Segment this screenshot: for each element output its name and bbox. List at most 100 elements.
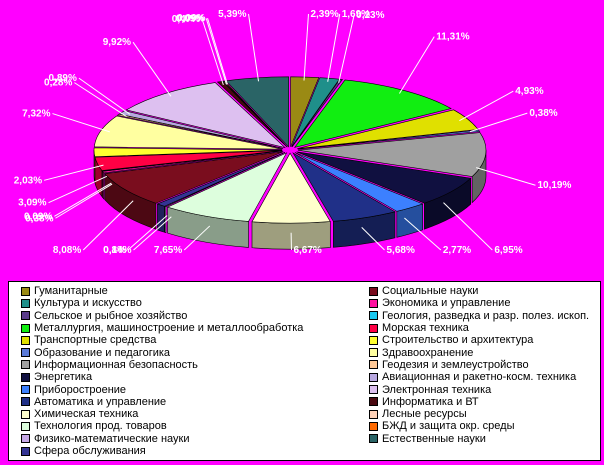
leader-line: [303, 13, 309, 81]
leader-line: [205, 18, 227, 85]
legend-item: Информационная безопасность: [21, 359, 369, 371]
pie-slice: [156, 152, 285, 207]
data-labels: 2,39%1,69%0,23%11,31%4,93%0,38%10,19%6,9…: [14, 9, 572, 256]
legend-swatch: [21, 348, 30, 358]
legend-label: Физико-математические науки: [34, 432, 190, 445]
data-label: 1,69%: [342, 9, 370, 20]
pie-slice: [101, 150, 283, 172]
legend-label: Электронная техника: [382, 383, 492, 396]
leader-line: [133, 216, 172, 251]
leader-line: [183, 225, 211, 251]
pie-slice: [166, 152, 288, 222]
legend-swatch: [369, 311, 378, 321]
legend-swatch: [369, 335, 378, 345]
data-label: 0,23%: [356, 10, 384, 21]
legend-label: Сфера обслуживания: [34, 445, 146, 457]
legend-label: Приборостроение: [34, 383, 127, 396]
data-label: 4,93%: [515, 86, 543, 97]
data-label: 9,92%: [103, 37, 131, 48]
pie-tops: [93, 76, 487, 224]
legend-swatch: [21, 434, 30, 444]
leader-line: [43, 164, 104, 181]
pie-slice: [251, 152, 331, 224]
data-label: 5,68%: [387, 245, 415, 256]
leader-line: [78, 77, 131, 115]
legend-swatch: [369, 286, 378, 296]
data-label: 2,39%: [310, 9, 338, 20]
leader-line: [55, 183, 113, 219]
data-label: 0,38%: [529, 108, 557, 119]
pie-slice: [94, 115, 283, 150]
legend-label: Технология прод. товаров: [34, 420, 167, 433]
data-label: 0,09%: [177, 13, 205, 24]
legend-item: Социальные науки: [369, 285, 599, 297]
legend-label: Морская техника: [382, 322, 469, 335]
data-label: 0,38%: [25, 213, 53, 224]
legend-item: Строительство и архитектура: [369, 334, 599, 346]
pie-slice: [94, 150, 283, 171]
legend-item: Здравоохранение: [369, 346, 599, 359]
leader-line: [207, 17, 228, 85]
legend-label: Авиационная и ракетно-косм. техника: [382, 371, 577, 384]
data-label: 0,89%: [49, 73, 77, 84]
legend-label: Автоматика и управление: [34, 395, 167, 408]
leader-line: [361, 226, 385, 251]
legend-label: Естественные науки: [382, 432, 486, 445]
leader-line: [127, 215, 168, 251]
legend-item: Морская техника: [369, 322, 599, 334]
legend-swatch: [21, 372, 30, 382]
legend-label: Информационная безопасность: [34, 358, 198, 371]
legend-swatch: [21, 311, 30, 321]
leader-line: [52, 113, 110, 133]
legend-item: Культура и искусство: [21, 297, 369, 309]
data-label: 2,03%: [14, 175, 42, 186]
legend-label: Строительство и архитектура: [382, 334, 534, 347]
data-label: 7,32%: [22, 109, 50, 120]
legend-item: Автоматика и управление: [21, 396, 369, 408]
legend-item: Сфера обслуживания: [21, 445, 369, 457]
legend-swatch: [21, 421, 30, 431]
legend-item: Энергетика: [21, 371, 369, 383]
legend-item: Экономика и управление: [369, 297, 599, 309]
pie-slice: [93, 147, 283, 158]
legend-label: Геология, разведка и разр. полез. ископ.: [382, 309, 590, 322]
legend-label: Сельское и рыбное хозяйство: [34, 309, 188, 322]
legend-item: Транспортные средства: [21, 334, 369, 346]
legend-swatch: [21, 385, 30, 395]
legend-label: Лесные ресурсы: [382, 408, 467, 421]
leader-lines: [43, 13, 536, 251]
legend-item: Приборостроение: [21, 383, 369, 396]
data-label: 0,14%: [103, 245, 131, 256]
data-label: 0,28%: [44, 78, 72, 89]
leader-line: [132, 41, 172, 97]
legend-swatch: [369, 409, 378, 419]
leader-line: [338, 14, 355, 83]
legend-item: Образование и педагогика: [21, 346, 369, 359]
data-label: 0,8%: [103, 245, 126, 256]
legend-label: Геодезия и землеустройство: [382, 358, 529, 371]
data-label: 6,95%: [494, 245, 522, 256]
data-label: 3,09%: [18, 198, 46, 209]
legend-item: Гуманитарные: [21, 285, 369, 297]
legend-label: Энергетика: [34, 371, 93, 384]
legend-swatch: [21, 397, 30, 407]
leader-line: [443, 202, 493, 251]
legend-swatch: [21, 360, 30, 370]
legend-label: Транспортные средства: [34, 334, 157, 347]
legend-label: Социальные науки: [382, 285, 479, 298]
leader-line: [476, 167, 536, 186]
legend-swatch: [369, 434, 378, 444]
legend-item: Технология прод. товаров: [21, 420, 369, 432]
leader-line: [469, 112, 528, 133]
legend-swatch: [369, 372, 378, 382]
legend-label: Металлургия, машиностроение и металлообр…: [34, 322, 304, 335]
legend-label: Экономика и управление: [382, 297, 511, 310]
legend-swatch: [21, 335, 30, 345]
legend-label: Образование и педагогика: [34, 346, 171, 359]
legend-label: Гуманитарные: [34, 285, 108, 298]
legend-swatch: [369, 397, 378, 407]
pie-slice: [296, 151, 472, 204]
leader-line: [54, 182, 112, 217]
pie-slice: [297, 132, 487, 177]
